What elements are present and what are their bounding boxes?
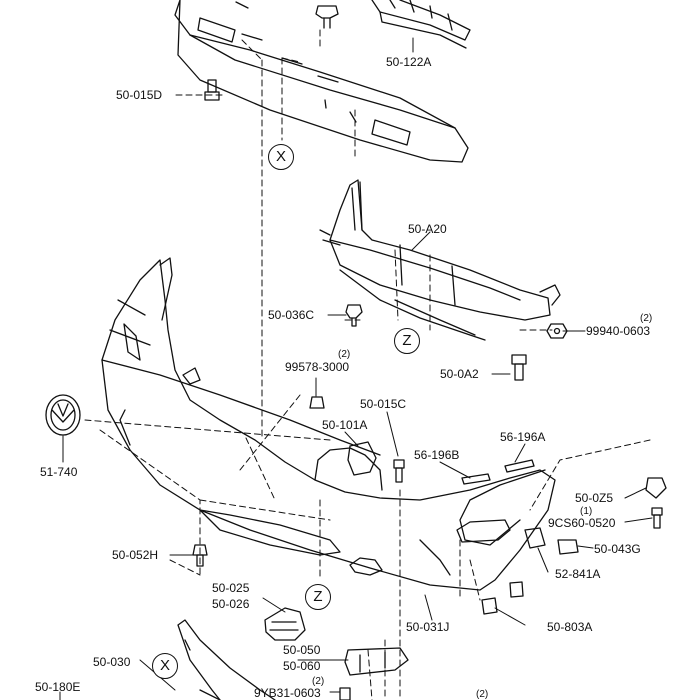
screw-part: [651, 507, 663, 529]
part-label-50-015D: 50-015D: [116, 88, 163, 102]
nut-part: [546, 323, 568, 339]
part-label-50-030: 50-030: [93, 655, 131, 669]
part-label-99940-0603: 99940-0603: [586, 324, 651, 338]
part-label-50-060: 50-060: [283, 659, 321, 673]
grille-molding-part: [371, 0, 471, 49]
molding-part: [461, 473, 491, 485]
part-qty-99940: (2): [640, 313, 653, 324]
callout-x-top: X: [268, 144, 294, 170]
bumper-lip-part: [177, 619, 276, 700]
bolt-part: [345, 304, 363, 327]
part-label-50-052H: 50-052H: [112, 548, 159, 562]
bolt-part: [339, 687, 351, 700]
part-qty-bottom: (2): [476, 689, 489, 700]
callout-x-bottom: X: [152, 653, 178, 679]
clip-part: [315, 5, 339, 29]
bracket-part: [347, 441, 377, 476]
bumper-absorber-part: [174, 0, 469, 163]
emblem-part: [45, 394, 81, 436]
callout-z-low: Z: [305, 584, 331, 610]
clip-part: [481, 597, 498, 615]
fog-lamp-cover-part: [264, 607, 306, 641]
part-label-50-036C: 50-036C: [268, 308, 315, 322]
molding-part: [504, 459, 535, 473]
part-label-50-803A: 50-803A: [547, 620, 593, 634]
bumper-cover-part: [101, 257, 556, 591]
part-label-99578-3000: 99578-3000: [285, 360, 350, 374]
part-label-50-025: 50-025: [212, 581, 250, 595]
part-label-9YB31-0603: 9YB31-0603: [254, 686, 321, 700]
bumper-bracket-part: [319, 179, 561, 341]
part-label-50-050: 50-050: [283, 643, 321, 657]
clip-part: [645, 477, 667, 499]
bracket-part: [344, 647, 409, 676]
part-label-50-031J: 50-031J: [406, 620, 450, 634]
part-label-50-122A: 50-122A: [386, 55, 432, 69]
bolt-part: [204, 79, 220, 101]
part-qty-9CS60: (1): [580, 506, 593, 517]
part-qty-99578: (2): [338, 349, 351, 360]
clip-part: [309, 396, 325, 409]
part-label-52-841A: 52-841A: [555, 567, 601, 581]
part-label-51-740: 51-740: [40, 465, 78, 479]
part-label-50-101A: 50-101A: [322, 418, 368, 432]
part-label-50-043G: 50-043G: [594, 542, 641, 556]
bolt-part: [393, 459, 405, 483]
part-label-56-196A: 56-196A: [500, 430, 546, 444]
bracket-part: [524, 527, 546, 549]
assembly-lines: [84, 29, 651, 700]
part-label-50-026: 50-026: [212, 597, 250, 611]
leader-lines: [59, 37, 653, 700]
part-label-50-180E: 50-180E: [35, 680, 81, 694]
part-label-50-0Z5: 50-0Z5: [575, 491, 614, 505]
part-label-9CS60-0520: 9CS60-0520: [548, 516, 616, 530]
part-label-56-196B: 56-196B: [414, 448, 460, 462]
bolt-part: [511, 354, 527, 381]
clip-part: [557, 539, 579, 555]
fastener-part: [192, 544, 208, 567]
part-label-50-015C: 50-015C: [360, 397, 407, 411]
clip-part: [509, 581, 524, 598]
callout-z-mid: Z: [394, 328, 420, 354]
part-qty-9YB31: (2): [312, 676, 325, 687]
part-label-50-0A2: 50-0A2: [440, 367, 479, 381]
part-label-50-A20: 50-A20: [408, 222, 447, 236]
